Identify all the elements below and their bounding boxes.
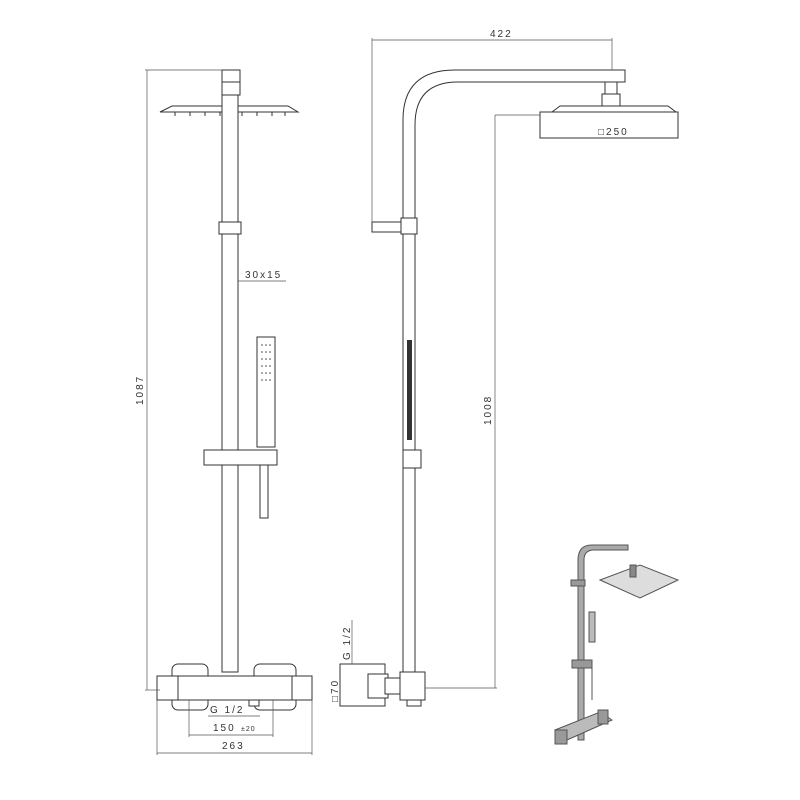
side-view: □250 422 1008 □70 G 1/2	[330, 29, 679, 707]
riser-bar	[221, 94, 239, 673]
slide-holder	[203, 449, 278, 466]
bar-section-label: 30x15	[245, 270, 282, 281]
bar-bracket	[218, 221, 242, 235]
wall-flange-label: □70	[330, 679, 341, 702]
hand-shower	[256, 336, 276, 448]
head-connector	[604, 81, 618, 95]
width-dim-label: 263	[222, 741, 245, 752]
overhead-arm	[402, 69, 626, 690]
hose	[259, 464, 269, 519]
height-dim-label: 1087	[135, 375, 146, 405]
inlet-elbow	[399, 671, 426, 701]
slide-holder-side	[402, 449, 422, 469]
arm-bracket	[371, 221, 404, 233]
mixer-body	[156, 675, 313, 701]
front-view: 30x15 1087 G 1/2 150 ±20 263	[135, 69, 313, 755]
arm-projection-label: 422	[490, 29, 513, 40]
inlet-thread-label: G 1/2	[210, 705, 244, 716]
centre-distance-label: 150	[213, 723, 236, 734]
head-size-label: □250	[598, 127, 629, 138]
shower-head-plate	[159, 105, 300, 113]
centre-tolerance-label: ±20	[241, 726, 256, 733]
side-inlet-thread-label: G 1/2	[342, 626, 353, 660]
isometric-thumbnail	[554, 544, 680, 745]
head-height-dim-label: 1008	[483, 395, 494, 425]
hand-shower-side	[407, 340, 412, 440]
shower-head	[539, 111, 679, 139]
hand-shower-nozzles	[261, 344, 271, 381]
